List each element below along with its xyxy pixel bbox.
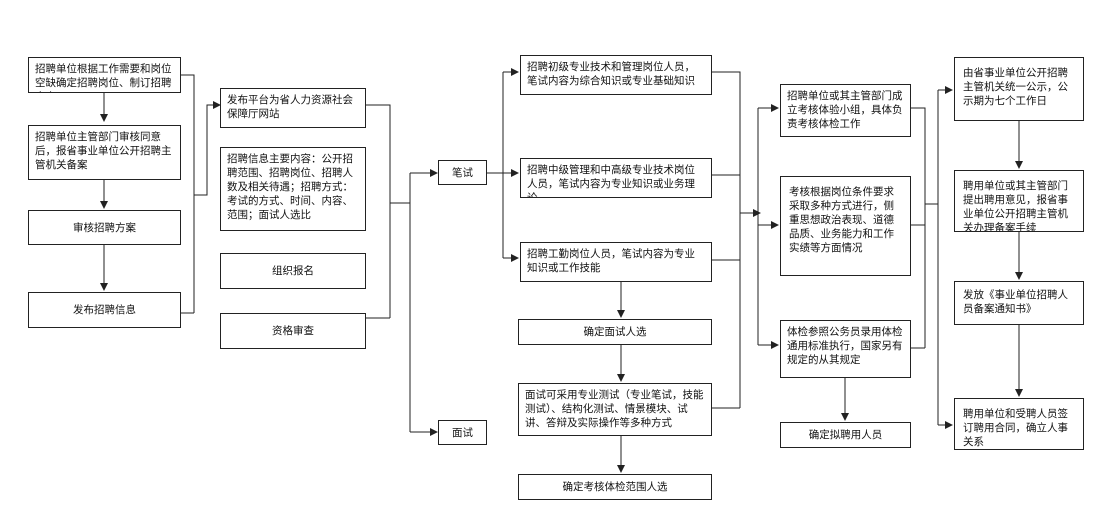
box-team: 招聘单位或其主管部门成立考核体验小组，具体负责考核体检工作 bbox=[780, 84, 911, 137]
box-content: 招聘信息主要内容：公开招聘范围、招聘岗位、招聘人数及相关待遇；招聘方式：考试的方… bbox=[220, 147, 366, 231]
box-publicity: 由省事业单位公开招聘主管机关统一公示，公示期为七个工作日 bbox=[954, 57, 1084, 121]
box-contract: 聘用单位和受聘人员签订聘用合同，确立人事关系 bbox=[954, 398, 1084, 450]
box-confirm-hire: 确定拟聘用人员 bbox=[780, 422, 911, 448]
box-register: 组织报名 bbox=[220, 253, 366, 289]
box-platform: 发布平台为省人力资源社会保障厅网站 bbox=[220, 88, 366, 128]
bracket-col2 bbox=[366, 104, 411, 432]
box-qualify: 资格审查 bbox=[220, 313, 366, 349]
box-confirm-scope: 确定考核体检范围人选 bbox=[518, 474, 712, 500]
box-confirm-interview: 确定面试人选 bbox=[518, 319, 712, 345]
bracket-col4 bbox=[712, 71, 758, 409]
bracket-col5 bbox=[911, 90, 939, 425]
box-interview: 面试 bbox=[438, 420, 487, 445]
bracket-col1 bbox=[180, 74, 220, 314]
box-worker-posts: 招聘工勤岗位人员，笔试内容为专业知识或工作技能 bbox=[520, 242, 712, 282]
box-plan: 招聘单位根据工作需要和岗位空缺确定招聘岗位、制订招聘方案 bbox=[28, 57, 181, 93]
box-approve: 招聘单位主管部门审核同意后，报省事业单位公开招聘主管机关备案 bbox=[28, 125, 181, 180]
box-junior-posts: 招聘初级专业技术和管理岗位人员，笔试内容为综合知识或专业基础知识 bbox=[520, 55, 712, 95]
box-notice: 发放《事业单位招聘人员备案通知书》 bbox=[954, 281, 1084, 325]
box-medical: 体检参照公务员录用体检通用标准执行，国家另有规定的从其规定 bbox=[780, 320, 911, 378]
box-assess: 考核根据岗位条件要求采取多种方式进行，侧重思想政治表现、道德品质、业务能力和工作… bbox=[780, 176, 911, 276]
box-written-exam: 笔试 bbox=[438, 160, 487, 185]
box-senior-posts: 招聘中级管理和中高级专业技术岗位人员，笔试内容为专业知识或业务理论 bbox=[520, 158, 712, 198]
box-review: 审核招聘方案 bbox=[28, 210, 181, 245]
bracket-written bbox=[487, 72, 504, 258]
box-opinion: 聘用单位或其主管部门提出聘用意见，报省事业单位公开招聘主管机关办理备案手续 bbox=[954, 170, 1084, 232]
box-publish: 发布招聘信息 bbox=[28, 292, 181, 328]
box-interview-methods: 面试可采用专业测试（专业笔试，技能测试）、结构化测试、情景模块、试讲、答辩及实际… bbox=[518, 383, 712, 436]
